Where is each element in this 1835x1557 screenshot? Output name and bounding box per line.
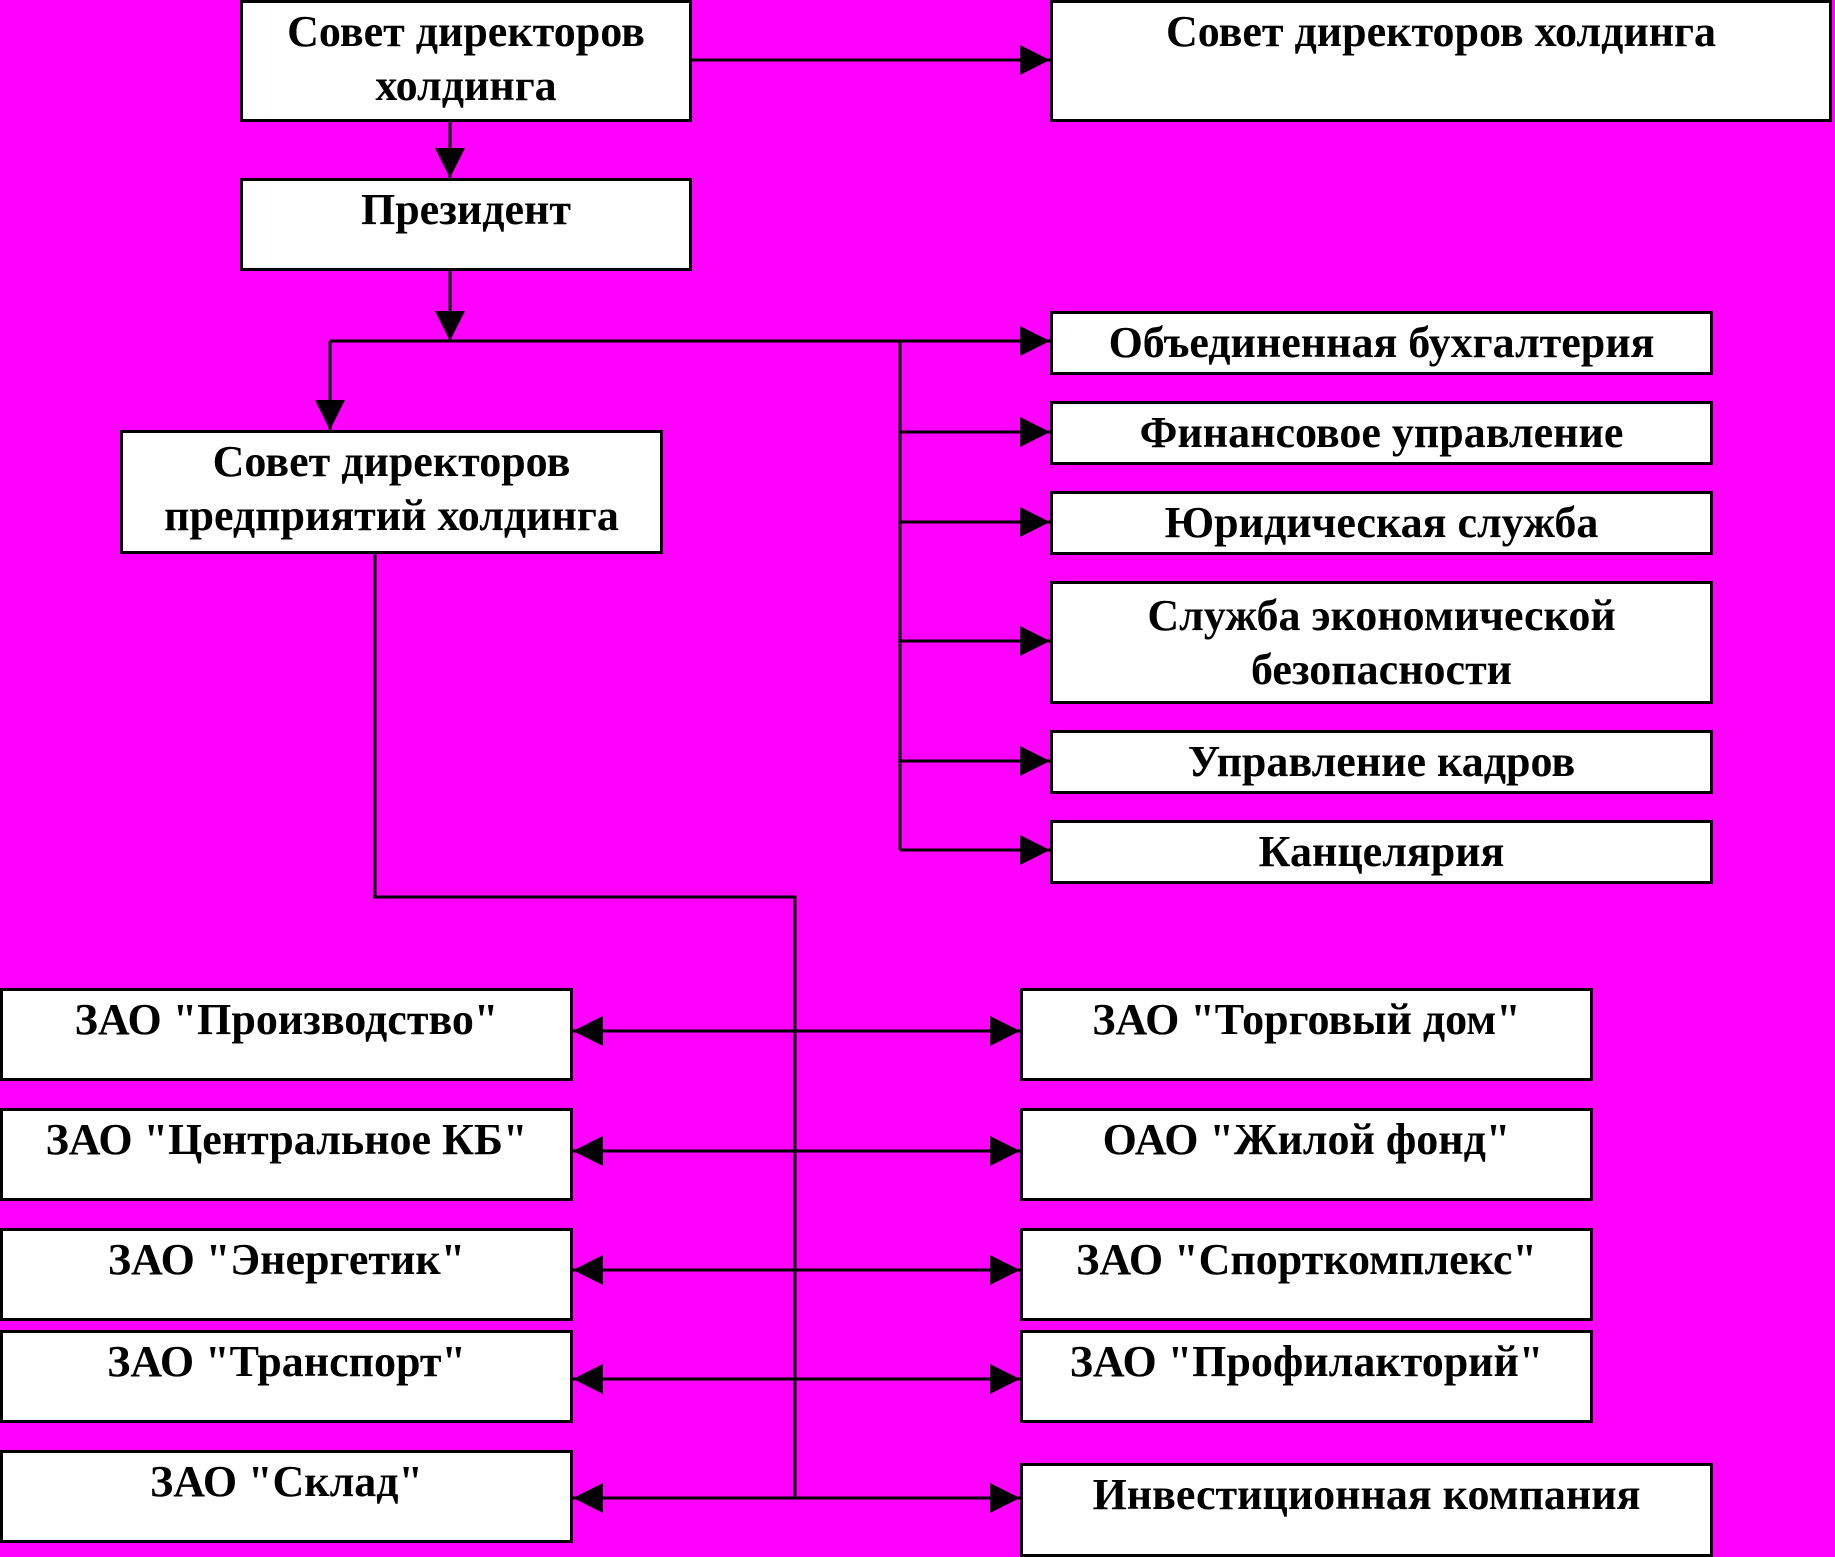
service-security-line1: Служба экономической (1147, 590, 1616, 640)
service-accounting-label: Объединенная бухгалтерия (1108, 318, 1655, 368)
company-box: Инвестиционная компания (1020, 1463, 1713, 1557)
board-holding-right-label: Совет директоров холдинга (1165, 7, 1717, 56)
service-box: Юридическая служба (1050, 491, 1713, 555)
service-box: Управление кадров (1050, 730, 1713, 794)
company-sanatorium-label: ЗАО "Профилакторий" (1069, 1337, 1544, 1386)
president-label: Президент (360, 185, 571, 234)
company-production-label: ЗАО "Производство" (74, 995, 499, 1044)
company-box: ЗАО "Спорткомплекс" (1020, 1228, 1593, 1321)
company-box: ЗАО "Склад" (0, 1450, 573, 1543)
company-box: ЗАО "Энергетик" (0, 1228, 573, 1321)
company-design-bureau-label: ЗАО "Центральное КБ" (45, 1115, 528, 1164)
board-enterprises-line2: предприятий холдинга (164, 490, 619, 540)
board-enterprises-box: Совет директоров предприятий холдинга (120, 430, 663, 554)
company-warehouse-label: ЗАО "Склад" (150, 1457, 423, 1506)
company-transport-label: ЗАО "Транспорт" (107, 1337, 466, 1386)
service-box: Объединенная бухгалтерия (1050, 311, 1713, 375)
company-box: ЗАО "Торговый дом" (1020, 988, 1593, 1081)
service-security-line2: безопасности (1250, 644, 1513, 694)
service-box: Финансовое управление (1050, 401, 1713, 465)
board-holding-box: Совет директоров холдинга (240, 0, 692, 122)
board-holding-right-box: Совет директоров холдинга (1050, 0, 1832, 122)
service-box: Канцелярия (1050, 820, 1713, 884)
president-box: Президент (240, 178, 692, 271)
service-hr-label: Управление кадров (1187, 737, 1576, 787)
company-housing-label: ОАО "Жилой фонд" (1102, 1115, 1511, 1164)
service-finance-label: Финансовое управление (1139, 408, 1624, 458)
company-trade-house-label: ЗАО "Торговый дом" (1092, 995, 1521, 1044)
company-box: ОАО "Жилой фонд" (1020, 1108, 1593, 1201)
board-enterprises-line1: Совет директоров (212, 437, 571, 486)
service-box: Служба экономической безопасности (1050, 581, 1713, 704)
company-box: ЗАО "Профилакторий" (1020, 1330, 1593, 1423)
company-box: ЗАО "Производство" (0, 988, 573, 1081)
service-office-label: Канцелярия (1258, 827, 1505, 877)
service-legal-label: Юридическая служба (1164, 498, 1599, 548)
company-sport-label: ЗАО "Спорткомплекс" (1076, 1235, 1537, 1284)
board-holding-line1: Совет директоров (287, 7, 645, 56)
company-investment-label: Инвестиционная компания (1092, 1470, 1641, 1519)
company-box: ЗАО "Центральное КБ" (0, 1108, 573, 1201)
company-box: ЗАО "Транспорт" (0, 1330, 573, 1423)
board-holding-line2: холдинга (375, 60, 557, 110)
connector-enterprises-to-companies (373, 553, 797, 1498)
company-energy-label: ЗАО "Энергетик" (107, 1235, 466, 1284)
